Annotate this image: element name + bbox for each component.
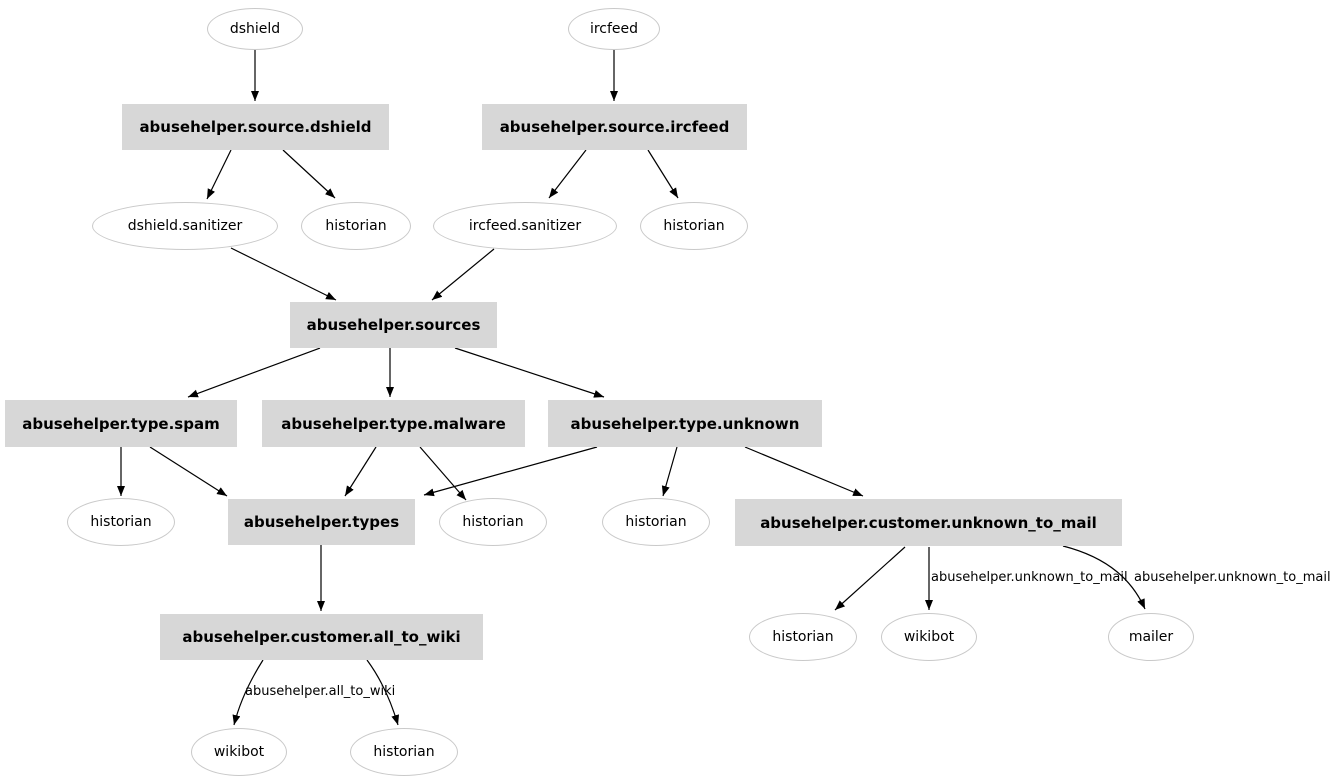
node-historian-6: historian xyxy=(749,613,857,661)
node-ircfeed: ircfeed xyxy=(568,8,660,50)
edge-label-unknown-to-mail-1: abusehelper.unknown_to_mail xyxy=(931,570,1128,585)
edge-source-dshield-to-sanitizer xyxy=(206,149,232,200)
edge-type-malware-to-historian xyxy=(419,446,467,501)
node-historian-5: historian xyxy=(602,498,710,546)
node-source-dshield: abusehelper.source.dshield xyxy=(122,104,389,150)
edge-type-unknown-to-types xyxy=(423,446,598,497)
node-dshield: dshield xyxy=(207,8,303,50)
edge-all-to-wiki-to-historian xyxy=(366,659,400,726)
node-historian-2: historian xyxy=(640,202,748,250)
node-type-malware: abusehelper.type.malware xyxy=(262,400,525,447)
edge-source-ircfeed-to-historian xyxy=(647,149,679,199)
node-historian-1: historian xyxy=(301,202,411,250)
node-source-ircfeed: abusehelper.source.ircfeed xyxy=(482,104,747,150)
edge-label-unknown-to-mail-2: abusehelper.unknown_to_mail xyxy=(1134,570,1331,585)
node-sources: abusehelper.sources xyxy=(290,302,497,348)
edge-sources-to-type-unknown xyxy=(454,347,605,398)
node-wikibot-2: wikibot xyxy=(191,728,287,776)
edge-source-dshield-to-historian xyxy=(282,149,336,199)
edge-sources-to-type-spam xyxy=(187,347,321,398)
node-historian-4: historian xyxy=(439,498,547,546)
node-historian-7: historian xyxy=(350,728,458,776)
edge-label-all-to-wiki: abusehelper.all_to_wiki xyxy=(245,684,396,699)
node-mailer: mailer xyxy=(1108,613,1194,661)
node-historian-3: historian xyxy=(67,498,175,546)
node-types: abusehelper.types xyxy=(228,499,415,545)
edge-type-unknown-to-historian xyxy=(661,446,678,497)
edge-type-malware-to-types xyxy=(344,446,377,497)
edge-dshield-sanitizer-to-sources xyxy=(230,247,337,301)
edge-type-spam-to-types xyxy=(149,446,228,497)
node-type-spam: abusehelper.type.spam xyxy=(5,400,237,447)
node-customer-unknown-to-mail: abusehelper.customer.unknown_to_mail xyxy=(735,499,1122,546)
edge-ircfeed-sanitizer-to-sources xyxy=(431,248,495,301)
node-dshield-sanitizer: dshield.sanitizer xyxy=(92,202,278,250)
node-ircfeed-sanitizer: ircfeed.sanitizer xyxy=(433,202,617,250)
edge-source-ircfeed-to-sanitizer xyxy=(548,149,587,199)
node-wikibot-1: wikibot xyxy=(881,613,977,661)
edge-unknown-to-mail-to-mailer xyxy=(1062,545,1146,610)
node-type-unknown: abusehelper.type.unknown xyxy=(548,400,822,447)
node-customer-all-to-wiki: abusehelper.customer.all_to_wiki xyxy=(160,614,483,660)
edge-type-unknown-to-unknown-to-mail xyxy=(744,446,864,497)
edge-all-to-wiki-to-wikibot xyxy=(232,659,264,726)
edge-unknown-to-mail-to-historian xyxy=(834,546,906,611)
